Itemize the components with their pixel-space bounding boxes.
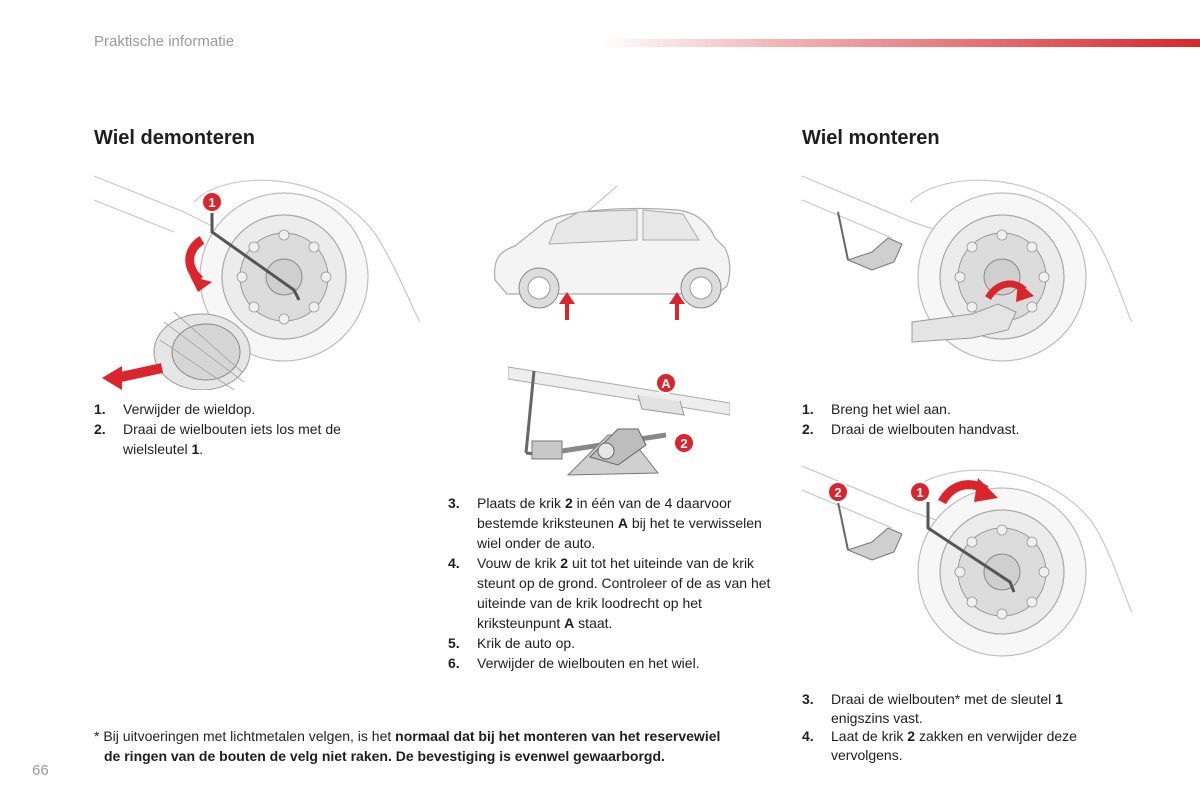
callout-1-icon: 1 — [909, 481, 931, 503]
step-text: staat. — [574, 615, 613, 631]
step-item: 6. Verwijder de wielbouten en het wiel. — [448, 653, 778, 673]
step-number: 1. — [802, 401, 814, 417]
footnote-prefix: * Bij uitvoeringen met lichtmetalen velg… — [94, 728, 396, 744]
step-ref: A — [617, 515, 628, 531]
figure-fit-wheel — [802, 172, 1132, 382]
step-text: Draai de wielbouten iets los met de wiel… — [123, 421, 341, 457]
step-item: 2. Draai de wielbouten handvast. — [802, 419, 1102, 439]
step-text: zakken en verwijder deze vervolgens. — [831, 728, 1077, 763]
step-text: in één van de 4 daarvoor bestemde krikst… — [477, 495, 732, 531]
step-ref: A — [564, 615, 575, 631]
jack-steps-list: 3. Plaats de krik 2 in één van de 4 daar… — [448, 493, 778, 673]
step-text: Krik de auto op. — [477, 635, 576, 651]
step-text: Verwijder de wieldop. — [123, 401, 256, 417]
step-ref: 1 — [1055, 691, 1063, 707]
figure-car-jack-points — [487, 182, 737, 328]
callout-a-icon: A — [655, 372, 677, 394]
section-title-remove-wheel: Wiel demonteren — [94, 127, 255, 149]
step-text: Verwijder de wielbouten en het wiel. — [477, 655, 700, 671]
step-item: 2. Draai de wielbouten iets los met de w… — [94, 419, 394, 459]
step-item: 4. Vouw de krik 2 uit tot het uiteinde v… — [448, 553, 778, 633]
step-text: . — [199, 441, 204, 457]
callout-1-label: 1 — [208, 195, 215, 210]
figure-tighten-bolts: 2 1 — [802, 462, 1132, 672]
mount-steps-list: 1. Breng het wiel aan. 2. Draai de wielb… — [802, 399, 1102, 439]
step-number: 4. — [802, 728, 814, 744]
step-ref: 2 — [560, 555, 569, 571]
step-number: 3. — [448, 495, 460, 511]
step-number: 6. — [448, 655, 460, 671]
step-ref: 2 — [564, 495, 573, 511]
step-number: 2. — [802, 421, 814, 437]
figure-jack-placement: A 2 — [508, 365, 730, 487]
remove-steps-list: 1. Verwijder de wieldop. 2. Draai de wie… — [94, 399, 394, 459]
step-text: Vouw de krik — [477, 555, 561, 571]
step-number: 2. — [94, 421, 106, 437]
step-item: 3. Draai de wielbouten* met de sleutel 1… — [802, 690, 1122, 727]
step-ref: 1 — [191, 441, 200, 457]
footnote-bold-1: normaal dat bij het monteren van het res… — [395, 728, 721, 744]
step-text: Draai de wielbouten* met de sleutel — [831, 691, 1056, 707]
step-text: Breng het wiel aan. — [831, 401, 951, 417]
callout-1-icon: 1 — [201, 191, 223, 213]
callout-2-icon: 2 — [673, 432, 695, 454]
step-ref: 2 — [907, 728, 916, 744]
step-text: Laat de krik — [831, 728, 908, 744]
footnote: * Bij uitvoeringen met lichtmetalen velg… — [94, 726, 784, 766]
step-item: 3. Plaats de krik 2 in één van de 4 daar… — [448, 493, 778, 553]
step-number: 4. — [448, 555, 460, 571]
callout-2-label: 2 — [834, 485, 841, 500]
step-number: 5. — [448, 635, 460, 651]
step-number: 3. — [802, 691, 814, 707]
figure-remove-hubcap: 1 — [94, 172, 420, 390]
footnote-bold-2: de ringen van de bouten de velg niet rak… — [104, 748, 665, 764]
step-text: bij het te verwisselen wiel onder de aut… — [477, 515, 762, 551]
callout-a-label: A — [661, 376, 671, 391]
step-item: 4. Laat de krik 2 zakken en verwijder de… — [802, 727, 1122, 764]
step-text: enigszins vast. — [831, 709, 923, 726]
step-item: 1. Verwijder de wieldop. — [94, 399, 394, 419]
header-accent-bar — [600, 39, 1200, 47]
callout-1-label: 1 — [916, 485, 923, 500]
step-text: uit tot het uiteinde van de krik steunt … — [477, 555, 771, 631]
running-header: Praktische informatie — [94, 33, 235, 50]
callout-2-icon: 2 — [827, 481, 849, 503]
tighten-steps-list: 3. Draai de wielbouten* met de sleutel 1… — [802, 690, 1122, 764]
step-number: 1. — [94, 401, 106, 417]
step-item: 5. Krik de auto op. — [448, 633, 778, 653]
step-item: 1. Breng het wiel aan. — [802, 399, 1102, 419]
callout-2-label: 2 — [680, 436, 687, 451]
section-title-mount-wheel: Wiel monteren — [802, 127, 940, 149]
step-text: Draai de wielbouten handvast. — [831, 421, 1020, 437]
page-number: 66 — [32, 762, 49, 779]
step-text: Plaats de krik — [477, 495, 565, 511]
